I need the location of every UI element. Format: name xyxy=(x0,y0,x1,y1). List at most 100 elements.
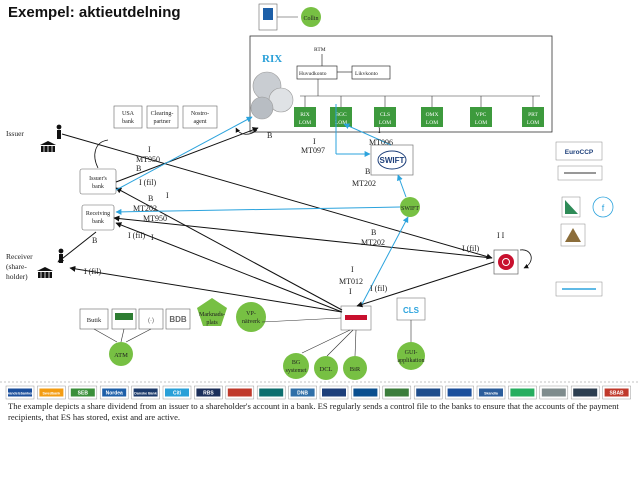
receiving-bank-box xyxy=(81,204,115,231)
bir-label: BiR xyxy=(350,366,361,373)
huvudkonto-label: Huvudkonto xyxy=(299,71,327,77)
svg-text:MT202: MT202 xyxy=(133,204,157,213)
svg-text:MT012: MT012 xyxy=(339,277,363,286)
svg-text:I: I xyxy=(351,265,354,274)
lom-label: LOM xyxy=(335,120,347,126)
svg-text:f: f xyxy=(602,203,605,213)
bir-node xyxy=(343,356,367,380)
es-logo xyxy=(498,254,514,270)
svg-text:VP-: VP- xyxy=(246,311,256,317)
issuers-bank-to-rix-arrow xyxy=(115,127,259,183)
bank-logo-text: RBS xyxy=(203,391,214,397)
svg-text:I: I xyxy=(349,287,352,296)
svg-text:MT202: MT202 xyxy=(352,179,376,188)
svg-text:systemet: systemet xyxy=(286,368,307,374)
collin-node xyxy=(301,7,321,27)
svg-text:I (fil): I (fil) xyxy=(462,244,479,253)
bank-logo xyxy=(382,385,412,400)
bank-logo: Danske Bank xyxy=(131,385,160,400)
svg-text:MT202: MT202 xyxy=(361,238,385,247)
bank-logo xyxy=(351,385,380,400)
svg-text:I (fil): I (fil) xyxy=(84,267,101,276)
lom-label: RIX xyxy=(300,112,310,118)
building-icon xyxy=(40,141,56,152)
usa-bank-box xyxy=(113,105,143,129)
bank-logo xyxy=(445,385,474,400)
person-icon xyxy=(56,124,62,139)
bg-system-node xyxy=(283,353,309,379)
lom-label: LOM xyxy=(527,120,539,126)
likvkonto-label: Likvkonto xyxy=(355,71,378,77)
svg-text:I: I xyxy=(313,137,316,146)
bank-logo: Citi xyxy=(162,385,192,400)
bank-logo-text: SBAB xyxy=(610,391,625,397)
bank-logo xyxy=(508,385,537,400)
svg-text:B: B xyxy=(148,194,153,203)
coin-icon xyxy=(250,96,274,120)
svg-text:GUI-: GUI- xyxy=(405,350,418,356)
svg-text:plats: plats xyxy=(206,320,218,326)
bank-logo-text: DNB xyxy=(297,391,308,397)
bank-logo: SBAB xyxy=(602,385,631,400)
bank-logo xyxy=(539,385,569,400)
vp-natverk-node xyxy=(236,302,266,332)
svg-text:I (fil): I (fil) xyxy=(370,284,387,293)
rtm-label: RTM xyxy=(314,47,326,53)
mt950-blue-arrow xyxy=(115,116,253,191)
swift-logo: SWIFT xyxy=(380,156,405,165)
atm-node xyxy=(109,342,133,366)
huvudkonto-box xyxy=(296,65,338,80)
lom-label: LOM xyxy=(475,120,487,126)
lom-label: LOM xyxy=(426,120,438,126)
dcl-label: DCL xyxy=(320,366,333,373)
bank-logo xyxy=(413,385,443,400)
svg-text:MT950: MT950 xyxy=(143,214,167,223)
svg-text:agent: agent xyxy=(194,119,207,125)
svg-text:USA: USA xyxy=(122,111,135,117)
cls-logo: CLS xyxy=(403,306,420,315)
bank-logo: DNB xyxy=(288,385,317,400)
svg-text:B: B xyxy=(267,131,272,140)
bdb-logo-box xyxy=(165,308,191,330)
svg-text:holder): holder) xyxy=(6,272,28,281)
swift-label: SWIFT xyxy=(401,206,419,212)
atm-label: ATM xyxy=(114,352,128,359)
svg-text:partner: partner xyxy=(154,119,171,125)
es-to-euroclear-arrow xyxy=(356,261,495,308)
issuer-to-es-arrow xyxy=(61,133,493,260)
lom-label: BGC xyxy=(335,112,347,118)
collin-label: Collin xyxy=(303,16,318,22)
svg-text:MT097: MT097 xyxy=(301,146,325,155)
lom-label: OMX xyxy=(426,112,439,118)
building-icon xyxy=(37,267,53,278)
euroccp-logo-box xyxy=(555,141,603,161)
svg-text:(·): (·) xyxy=(148,318,154,324)
bank-logo-text: Skandia xyxy=(484,392,499,396)
lom-box-bgc: BGC LOM xyxy=(330,107,352,127)
svg-text:B: B xyxy=(136,164,141,173)
euroccp-logo: EuroCCP xyxy=(565,149,594,156)
lom-label: CLS xyxy=(380,112,390,118)
svg-text:Clearing-: Clearing- xyxy=(151,111,174,117)
bank-logo-text: SEB xyxy=(78,391,89,397)
svg-text:MT950: MT950 xyxy=(136,155,160,164)
caption-text: The example depicts a share dividend fro… xyxy=(8,401,619,422)
bank-logo: Skandia xyxy=(476,385,506,400)
svg-text:I: I xyxy=(148,145,151,154)
es-to-receiving-bank-line xyxy=(115,222,343,313)
clearing-partner-box xyxy=(146,105,179,129)
receiving-bank-to-receiver-arrow xyxy=(57,231,97,263)
svg-text:B: B xyxy=(371,228,376,237)
svg-text:applikation: applikation xyxy=(398,358,425,364)
svg-text:bank: bank xyxy=(92,219,104,225)
es-to-receiver-arrow xyxy=(69,265,343,313)
bank-logo: SEB xyxy=(68,385,98,400)
svg-text:Issuer's: Issuer's xyxy=(89,176,107,182)
mt950-receiving-blue-arrow xyxy=(115,206,401,215)
fsa-logo xyxy=(592,196,614,218)
lom-label: PRT xyxy=(528,112,538,118)
